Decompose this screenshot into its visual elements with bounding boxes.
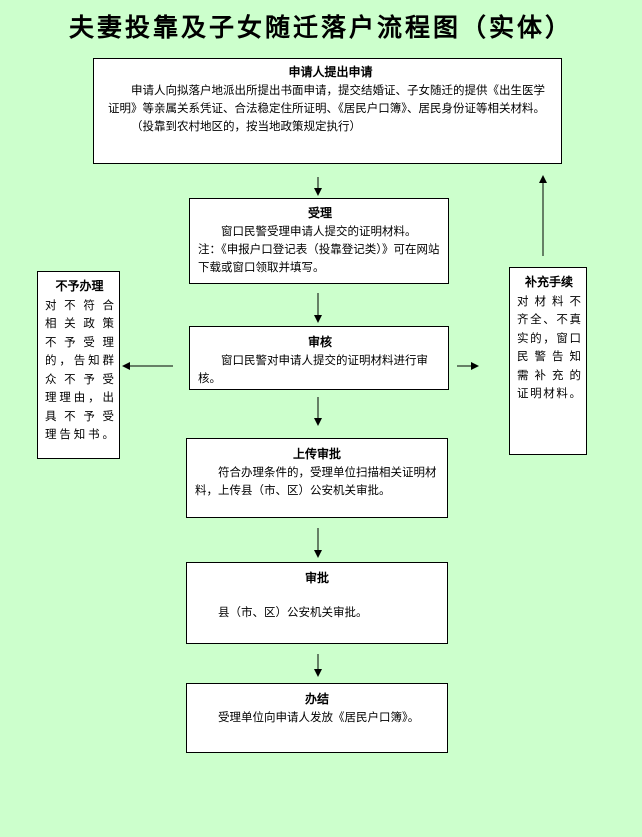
reject-line: 理理由，出	[45, 390, 114, 404]
reject-line: 不予受理	[45, 334, 114, 349]
reject-line: 具不予受	[45, 408, 114, 423]
reject-line: 的，告知群	[45, 353, 114, 367]
step-upload-box: 上传审批 符合办理条件的，受理单位扫描相关证明材料，上传县（市、区）公安机关审批…	[186, 438, 448, 518]
step-accept-text: 窗口民警受理申请人提交的证明材料。	[221, 224, 417, 238]
supplement-line: 民警告知	[517, 349, 581, 363]
supplement-line: 对材料不	[517, 293, 581, 308]
supplement-heading: 补充手续	[524, 275, 573, 289]
step-accept-box: 受理 窗口民警受理申请人提交的证明材料。 注：《申报户口登记表（投靠登记类）》可…	[189, 198, 449, 284]
supplement-line: 需补充的	[517, 367, 581, 382]
reject-line: 相关政策	[45, 316, 114, 330]
step-review-heading: 审核	[307, 335, 332, 349]
reject-line: 理告知书。	[45, 427, 114, 441]
step-approve-heading: 审批	[304, 571, 329, 585]
step-upload-heading: 上传审批	[292, 447, 341, 461]
reject-line: 众不予受	[45, 371, 114, 386]
step-apply-heading: 申请人提出申请	[288, 65, 373, 79]
step-review-text: 窗口民警对申请人提交的证明材料进行审核。	[198, 353, 428, 385]
step-apply-box: 申请人提出申请 申请人向拟落户地派出所提出书面申请，提交结婚证、子女随迁的提供《…	[93, 58, 562, 164]
page-title: 夫妻投靠及子女随迁落户流程图（实体）	[68, 13, 573, 42]
step-complete-box: 办结 受理单位向申请人发放《居民户口簿》。	[186, 683, 448, 753]
supplement-line: 实的，窗口	[517, 330, 581, 345]
supplement-box: 补充手续 对材料不 齐全、不真 实的，窗口 民警告知 需补充的 证明材料。	[509, 267, 587, 455]
step-complete-text: 受理单位向申请人发放《居民户口簿》。	[218, 710, 420, 724]
step-apply-note: （投靠到农村地区的，按当地政策规定执行）	[131, 119, 361, 133]
step-upload-text: 符合办理条件的，受理单位扫描相关证明材料，上传县（市、区）公安机关审批。	[195, 465, 437, 497]
step-complete-heading: 办结	[304, 692, 329, 706]
reject-line: 对不符合	[45, 297, 114, 312]
reject-box: 不予办理 对不符合 相关政策 不予受理 的，告知群 众不予受 理理由，出 具不予…	[37, 271, 120, 459]
step-approve-box: 审批 县（市、区）公安机关审批。	[186, 562, 448, 644]
step-accept-note: 注：《申报户口登记表（投靠登记类）》可在网站下载或窗口领取并填写。	[198, 242, 440, 274]
supplement-line: 证明材料。	[517, 386, 581, 400]
step-review-box: 审核 窗口民警对申请人提交的证明材料进行审核。	[189, 326, 449, 390]
step-approve-text: 县（市、区）公安机关审批。	[218, 605, 368, 619]
step-accept-heading: 受理	[307, 206, 332, 220]
supplement-line: 齐全、不真	[517, 312, 581, 326]
reject-heading: 不予办理	[55, 279, 104, 293]
step-apply-text: 申请人向拟落户地派出所提出书面申请，提交结婚证、子女随迁的提供《出生医学证明》等…	[108, 83, 545, 115]
